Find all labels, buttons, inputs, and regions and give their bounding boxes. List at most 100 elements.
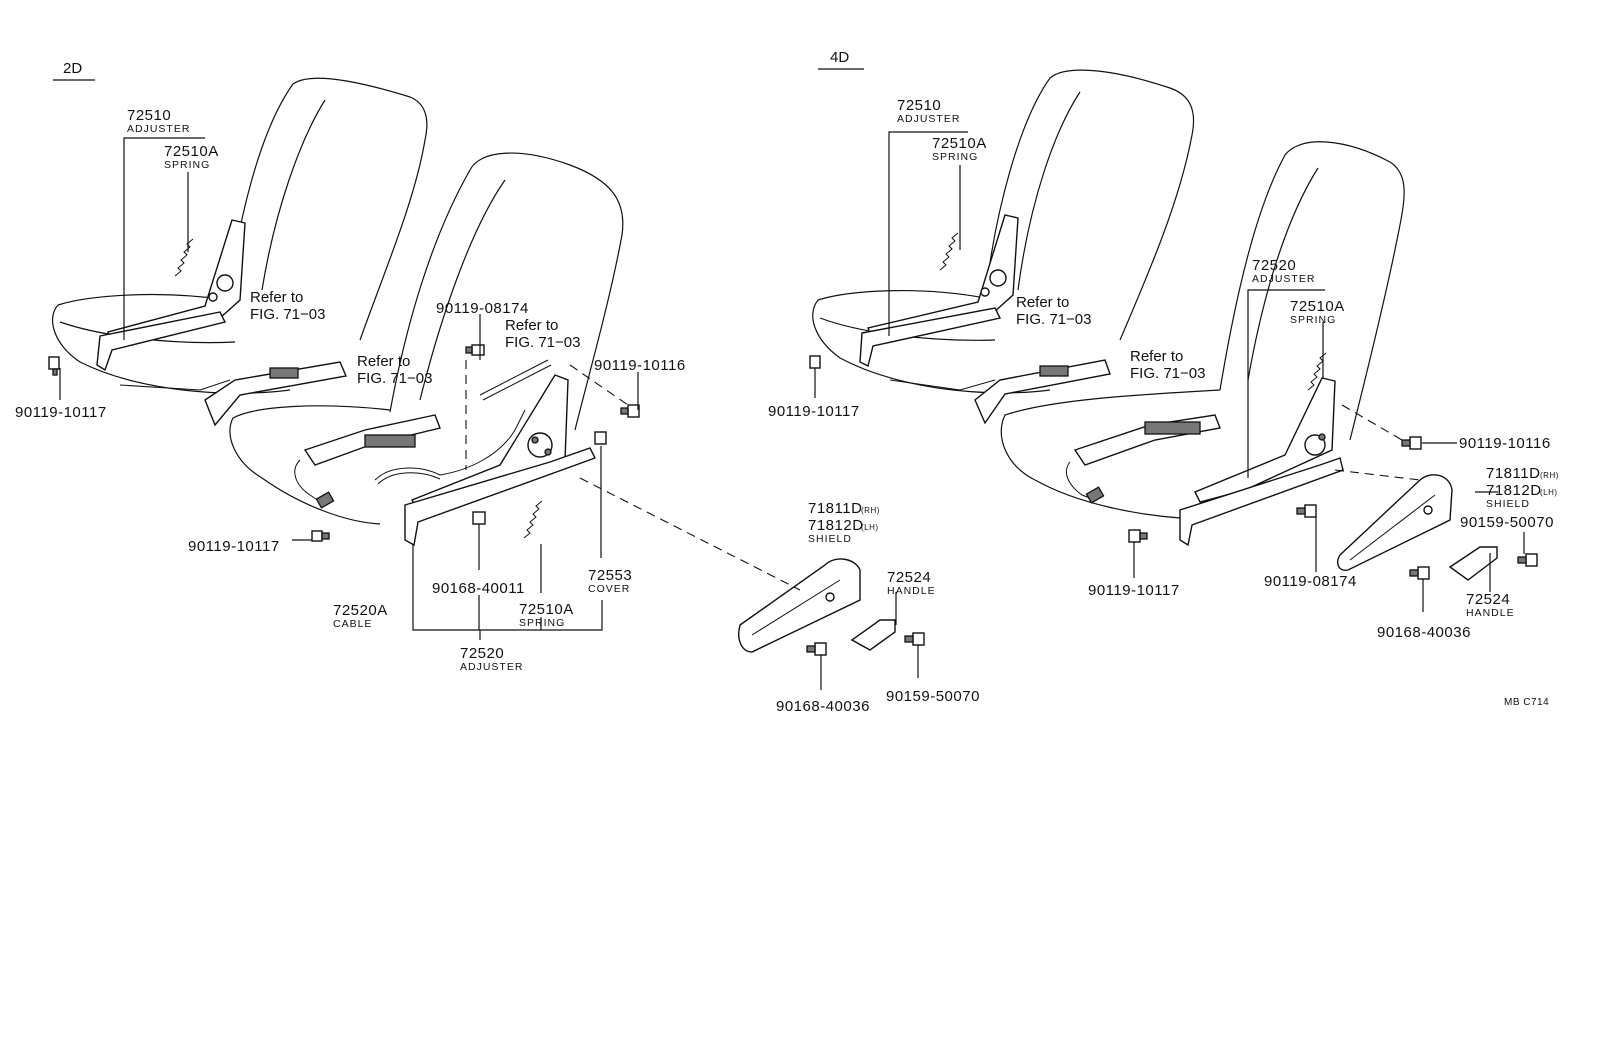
svg-text:FIG. 71−03: FIG. 71−03 — [250, 306, 325, 323]
svg-text:CABLE: CABLE — [333, 618, 372, 630]
svg-text:72510: 72510 — [127, 107, 171, 124]
cover-part-2d — [594, 431, 607, 445]
front-inner-rail-2d — [294, 414, 441, 509]
svg-text:ADJUSTER: ADJUSTER — [897, 113, 960, 125]
svg-text:71811D: 71811D — [1486, 465, 1540, 482]
front-seat-outline-4d — [1000, 141, 1405, 519]
svg-text:72553: 72553 — [588, 567, 632, 584]
label-refer-a-2d: Refer to FIG. 71−03 — [250, 289, 325, 323]
screw-40011-2d — [472, 511, 486, 525]
bolt-10116-4d — [1401, 436, 1422, 450]
label-bolt-10117-a-2d: 90119-10117 — [15, 404, 107, 421]
front-seat-outline-2d — [229, 152, 624, 525]
label-bolt-50070-4d: 90159-50070 — [1460, 514, 1554, 531]
svg-text:(LH): (LH) — [1540, 488, 1558, 497]
cable-part-2d — [374, 409, 526, 485]
label-bolt-08174-4d: 90119-08174 — [1264, 573, 1357, 590]
label-screw-40036-4d: 90168-40036 — [1377, 624, 1471, 641]
svg-text:FIG. 71−03: FIG. 71−03 — [357, 370, 432, 387]
bolt-10117-b-4d — [1128, 529, 1148, 543]
svg-text:Refer to: Refer to — [357, 353, 410, 370]
label-bolt-10116-2d: 90119-10116 — [594, 357, 686, 374]
rear-slide-rail-2d — [119, 361, 347, 427]
svg-text:72524: 72524 — [1466, 591, 1510, 608]
svg-text:72510A: 72510A — [1290, 298, 1345, 315]
label-bolt-10116-4d: 90119-10116 — [1459, 435, 1551, 452]
svg-text:71812D: 71812D — [808, 517, 864, 534]
label-spring-bottom-2d: 72510A SPRING — [519, 601, 573, 629]
bolt-08174-2d — [465, 344, 485, 356]
variant-label-2d: 2D — [63, 60, 82, 77]
rear-adjuster-part-4d — [859, 214, 1019, 368]
shield-part-2d — [738, 558, 861, 653]
screw-40036-4d — [1409, 566, 1430, 580]
label-refer-b-4d: Refer to FIG. 71−03 — [1130, 348, 1205, 382]
label-refer-c-2d: Refer to FIG. 71−03 — [505, 317, 580, 351]
label-handle-2d: 72524 HANDLE — [887, 569, 936, 597]
svg-text:(LH): (LH) — [861, 523, 879, 532]
svg-text:72520: 72520 — [1252, 257, 1296, 274]
bolt-50070-2d — [904, 632, 925, 646]
spring-rod-2d — [479, 359, 552, 401]
spring-bottom-2d — [523, 500, 543, 539]
rear-adjuster-part-2d — [96, 219, 246, 372]
svg-text:(RH): (RH) — [861, 506, 880, 515]
rear-spring-4d — [939, 232, 959, 271]
label-bolt-10117-b-4d: 90119-10117 — [1088, 582, 1180, 599]
svg-text:HANDLE: HANDLE — [1466, 607, 1515, 619]
label-cover-2d: 72553 COVER — [588, 567, 632, 595]
handle-part-4d — [1448, 546, 1498, 581]
svg-text:72510: 72510 — [897, 97, 941, 114]
label-screw-40036-2d: 90168-40036 — [776, 698, 870, 715]
spring-right-4d — [1307, 352, 1327, 391]
label-adjuster-front-4d: 72520 ADJUSTER — [1252, 257, 1315, 285]
svg-text:71812D: 71812D — [1486, 482, 1542, 499]
svg-text:Refer to: Refer to — [1130, 348, 1183, 365]
leader-lines-2d — [59, 137, 919, 690]
svg-text:FIG. 71−03: FIG. 71−03 — [505, 334, 580, 351]
handle-part-2d — [850, 619, 896, 651]
svg-text:COVER: COVER — [588, 583, 630, 595]
svg-text:72510A: 72510A — [932, 135, 987, 152]
front-inner-rail-4d — [1066, 414, 1221, 504]
shield-part-4d — [1336, 474, 1453, 571]
rear-spring-2d — [174, 238, 194, 277]
svg-text:SPRING: SPRING — [519, 617, 565, 629]
svg-text:72520A: 72520A — [333, 602, 388, 619]
svg-text:72520: 72520 — [460, 645, 504, 662]
svg-text:ADJUSTER: ADJUSTER — [460, 661, 523, 673]
variant-label-4d: 4D — [830, 49, 849, 66]
bolt-10117-a-4d — [809, 355, 821, 369]
svg-text:72524: 72524 — [887, 569, 931, 586]
section-2d: 2D — [15, 60, 979, 715]
bolt-08174-4d — [1296, 504, 1317, 518]
rear-slide-rail-4d — [889, 359, 1111, 425]
svg-text:ADJUSTER: ADJUSTER — [127, 123, 190, 135]
section-4d: 4D — [768, 49, 1558, 641]
label-bolt-10117-b-2d: 90119-10117 — [188, 538, 280, 555]
svg-text:SHIELD: SHIELD — [1486, 498, 1530, 510]
label-screw-40011-2d: 90168-40011 — [432, 580, 525, 597]
bolt-10117-a-2d — [48, 356, 60, 376]
svg-text:SPRING: SPRING — [1290, 314, 1336, 326]
front-adjuster-part-2d — [404, 374, 596, 547]
figure-code: MB C714 — [1504, 697, 1549, 708]
bolt-10116-2d — [620, 404, 640, 418]
label-spring-top-2d: 72510A SPRING — [164, 143, 219, 171]
svg-text:FIG. 71−03: FIG. 71−03 — [1016, 311, 1091, 328]
bolt-10117-b-2d — [311, 530, 330, 542]
label-shield-4d: 71811D (RH) 71812D (LH) SHIELD — [1486, 465, 1558, 510]
svg-text:71811D: 71811D — [808, 500, 862, 517]
label-cable-2d: 72520A CABLE — [333, 602, 388, 630]
label-refer-b-2d: Refer to FIG. 71−03 — [357, 353, 432, 387]
label-spring-right-4d: 72510A SPRING — [1290, 298, 1345, 326]
svg-text:Refer to: Refer to — [505, 317, 558, 334]
label-handle-4d: 72524 HANDLE — [1466, 591, 1515, 619]
label-bolt-08174-2d: 90119-08174 — [436, 300, 529, 317]
screw-40036-2d — [806, 642, 827, 656]
svg-text:HANDLE: HANDLE — [887, 585, 936, 597]
svg-text:72510A: 72510A — [164, 143, 219, 160]
label-adjuster-front-2d: 72520 ADJUSTER — [460, 645, 523, 673]
svg-text:ADJUSTER: ADJUSTER — [1252, 273, 1315, 285]
label-spring-top-4d: 72510A SPRING — [932, 135, 987, 163]
